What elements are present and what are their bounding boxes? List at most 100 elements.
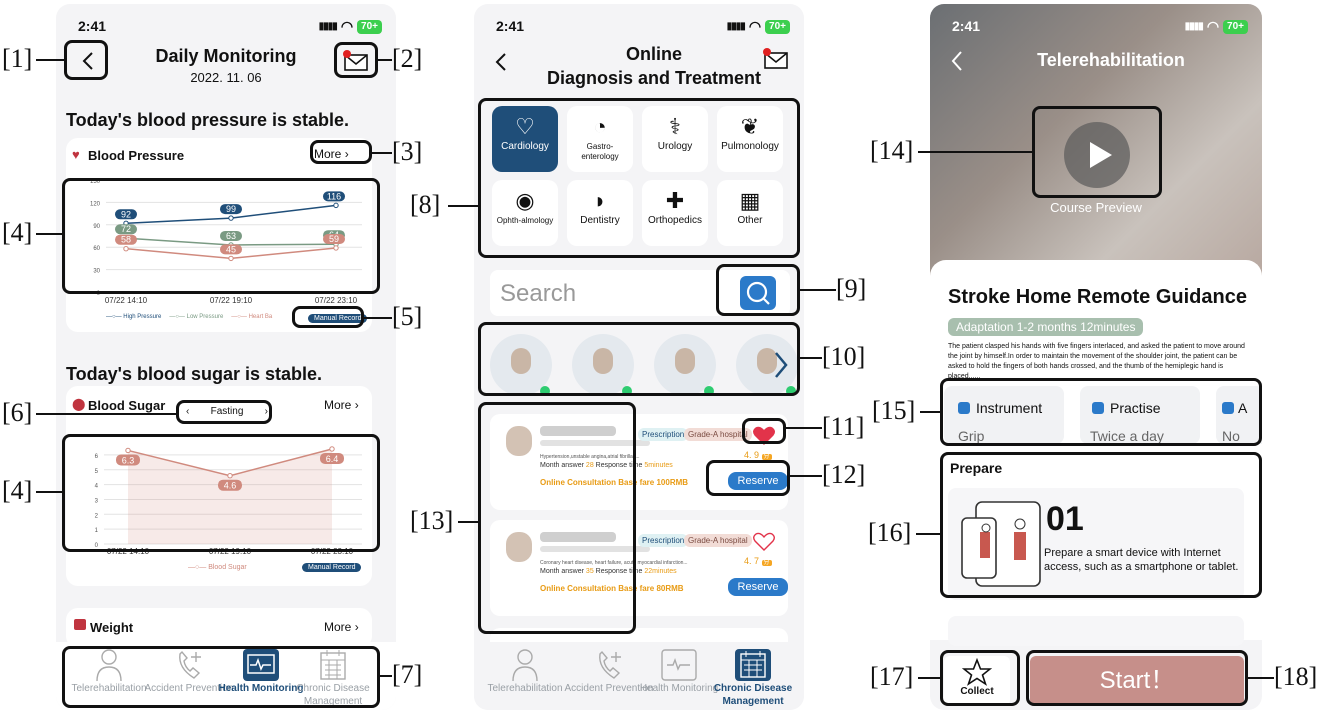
data-point xyxy=(228,255,234,262)
avatar xyxy=(506,426,532,456)
scale-icon xyxy=(74,619,86,630)
highlight-box-4a xyxy=(62,178,380,294)
bs-label: Blood Sugar xyxy=(88,398,166,413)
legend-high: High Pressure xyxy=(123,314,162,320)
department-orthopedics[interactable]: ✚Orthopedics xyxy=(642,180,708,246)
start-button[interactable]: Start！ xyxy=(1030,656,1244,706)
nav-health-monitoring[interactable]: Health Monitoring xyxy=(216,648,306,695)
data-label-bg xyxy=(115,234,137,245)
chevron-right-icon[interactable] xyxy=(772,350,790,380)
nav-chronic-disease[interactable]: Chronic Disease Management xyxy=(288,648,378,708)
department-label: Cardiology xyxy=(501,141,549,152)
back-button[interactable] xyxy=(490,50,514,74)
bottom-nav: Telerehabilitation Accident Prevention H… xyxy=(56,642,396,710)
page-title: Daily Monitoring xyxy=(155,46,297,66)
callout-8: [8] xyxy=(410,190,441,219)
department-label: Gastro-enterology xyxy=(581,142,619,161)
bp-more-button[interactable]: More › xyxy=(314,147,349,161)
info-third[interactable]: A No xyxy=(1216,386,1262,444)
y-tick-label: 90 xyxy=(93,224,100,230)
signal-icon: ▮▮▮▮ xyxy=(318,21,338,32)
avatar[interactable] xyxy=(490,334,552,396)
course-preview-label: Course Preview xyxy=(1050,200,1142,215)
nav-accident-prevention[interactable]: Accident Prevention xyxy=(564,648,654,695)
back-button[interactable] xyxy=(946,48,970,74)
course-description: The patient clasped his hands with five … xyxy=(948,343,1245,380)
avatar[interactable] xyxy=(736,334,798,396)
nav-telerehabilitation[interactable]: Telerehabilitation xyxy=(480,648,570,695)
chevron-left-icon[interactable]: ‹ xyxy=(186,406,190,417)
message-button[interactable] xyxy=(342,50,370,72)
status-bar: 2:41 ▮▮▮▮◠70+ xyxy=(474,18,804,34)
highlight-box-15 xyxy=(940,378,1262,446)
highlight-box-1 xyxy=(64,40,108,80)
bs-manual-record-button[interactable]: Manual Record xyxy=(302,563,362,572)
chevron-right-icon[interactable]: › xyxy=(264,406,268,417)
signal-icon: ▮▮▮▮ xyxy=(726,21,746,32)
weight-more-button[interactable]: More › xyxy=(324,620,359,634)
doctor-icon xyxy=(96,649,122,682)
back-button[interactable] xyxy=(76,48,102,74)
star-icon xyxy=(962,658,992,686)
legend-low: Low Pressure xyxy=(186,314,224,320)
nav-chronic-disease[interactable]: Chronic Disease Management xyxy=(708,648,798,708)
department-label: Other xyxy=(737,215,763,226)
bs-more-button[interactable]: More › xyxy=(324,398,359,412)
info-practise[interactable]: Practise Twice a day xyxy=(1080,386,1200,444)
department-gastroenterology[interactable]: ◔Gastro-enterology xyxy=(567,106,633,172)
department-urology[interactable]: ⚕Urology xyxy=(642,106,708,172)
search-input[interactable]: Search xyxy=(500,280,577,307)
page-title: Online Diagnosis and Treatment xyxy=(546,44,762,88)
rating-badge: 分 xyxy=(761,454,772,460)
avatar[interactable] xyxy=(654,334,716,396)
data-label: 72 xyxy=(121,224,131,234)
bp-legend: —○— High Pressure —○— Low Pressure —○— H… xyxy=(106,314,273,320)
weight-card: Weight More › xyxy=(66,608,372,648)
department-other[interactable]: ▦Other xyxy=(717,180,783,246)
data-point xyxy=(333,202,339,209)
manual-record-button[interactable]: Manual Record xyxy=(308,314,368,323)
department-icon: ⚕ xyxy=(669,114,681,139)
department-ophthalmology[interactable]: ◉Ophth-almology xyxy=(492,180,558,246)
chevron-right-icon: › xyxy=(344,147,349,161)
wifi-icon: ◠ xyxy=(340,18,354,34)
nav-health-monitoring[interactable]: Health Monitoring xyxy=(634,648,724,695)
callout-2: [2] xyxy=(392,44,423,73)
favorite-button[interactable] xyxy=(752,532,776,552)
callout-13: [13] xyxy=(410,506,454,535)
data-label-bg xyxy=(323,233,345,244)
area-fill xyxy=(128,448,332,544)
department-icon: ✚ xyxy=(665,188,685,213)
department-cardiology[interactable]: ♡Cardiology xyxy=(492,106,558,172)
play-button[interactable] xyxy=(1064,122,1130,188)
fasting-selector[interactable]: ‹Fasting› xyxy=(186,406,268,417)
highlight-box-4b xyxy=(62,434,380,552)
nav-telerehabilitation[interactable]: Telerehabilitation xyxy=(64,648,154,695)
collect-button[interactable]: Collect xyxy=(944,656,1010,706)
message-button[interactable] xyxy=(762,48,790,70)
data-point xyxy=(333,245,339,251)
status-time: 2:41 xyxy=(78,18,107,34)
reserve-button[interactable]: Reserve xyxy=(728,472,788,490)
data-label: 99 xyxy=(226,204,236,214)
info-third-icon xyxy=(1222,402,1234,414)
department-label: Pulmonology xyxy=(721,141,779,152)
doctor-icon xyxy=(512,649,538,682)
department-dentistry[interactable]: ◗Dentistry xyxy=(567,180,633,246)
favorite-button[interactable] xyxy=(752,426,776,446)
info-instrument[interactable]: Instrument Grip xyxy=(944,386,1064,444)
nav-accident-prevention[interactable]: Accident Prevention xyxy=(144,648,234,695)
reserve-button[interactable]: Reserve xyxy=(728,578,788,596)
search-box[interactable]: Search xyxy=(490,270,790,316)
doctor-specialty: Coronary heart disease, heart failure, a… xyxy=(540,560,688,566)
highlight-box-2 xyxy=(334,42,378,78)
search-button[interactable] xyxy=(740,276,776,310)
chevron-left-icon xyxy=(951,51,962,71)
department-pulmonology[interactable]: ❦Pulmonology xyxy=(717,106,783,172)
avatar[interactable] xyxy=(572,334,634,396)
bp-card: ♥ Blood Pressure More › —○— High Pressur… xyxy=(66,138,372,332)
prepare-label: Prepare xyxy=(950,460,1003,476)
battery-icon: 70+ xyxy=(1223,19,1248,34)
doctor-figure-icon xyxy=(511,348,531,374)
